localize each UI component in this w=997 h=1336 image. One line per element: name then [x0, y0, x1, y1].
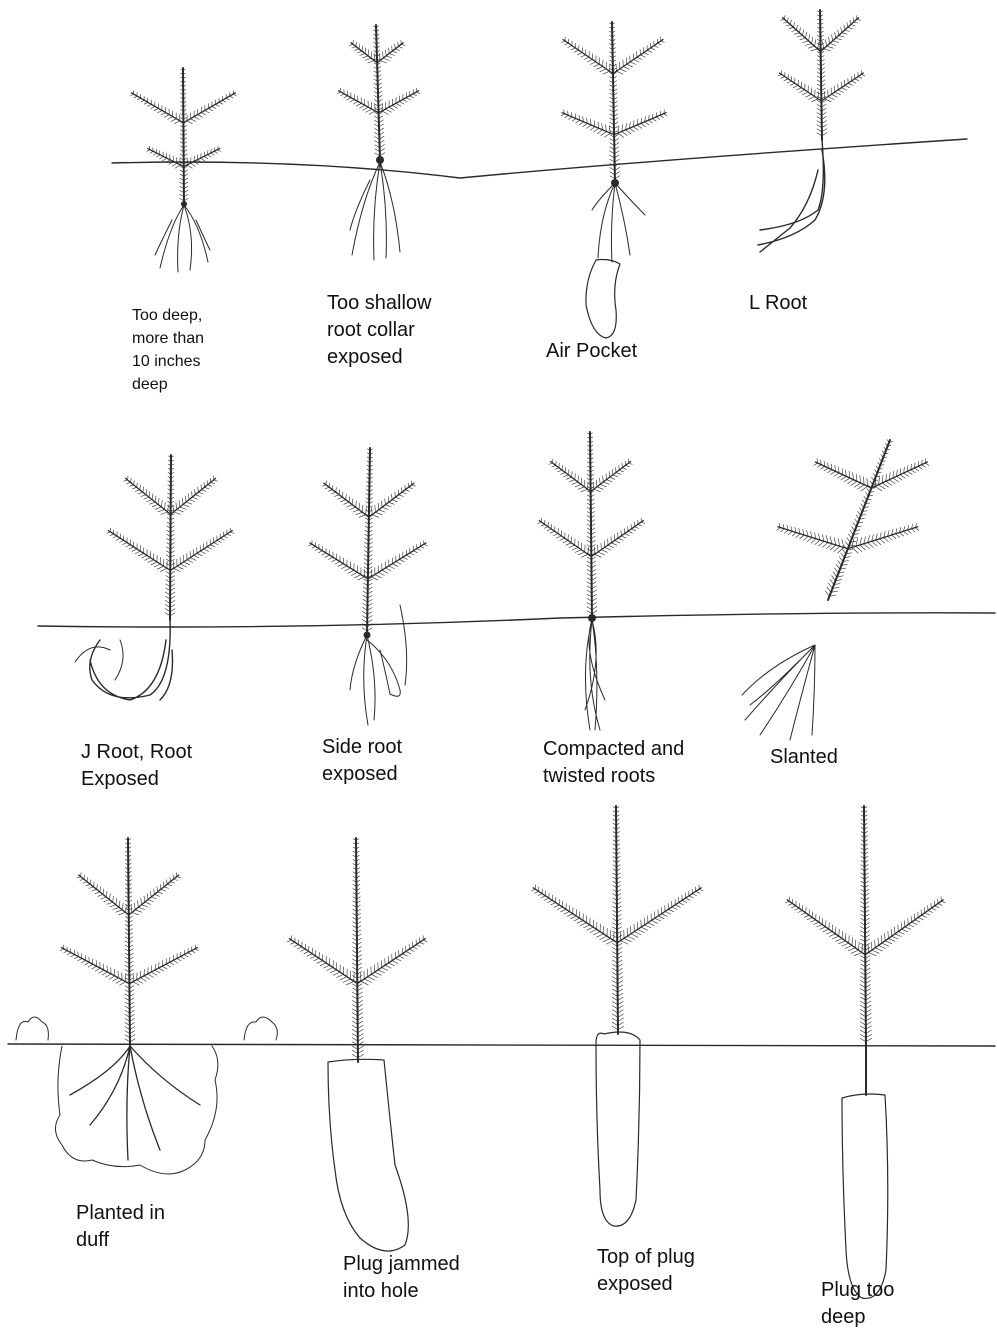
seedling-air-pocket [586, 179, 645, 338]
label-too-deep: Too deep, more than 10 inches deep [132, 304, 204, 396]
seedling-plug-jammed [328, 1059, 408, 1251]
crown-compacted [538, 432, 645, 618]
plug-too-deep [842, 1094, 888, 1298]
label-slanted: Slanted [770, 744, 838, 771]
crown-plug-jammed [287, 838, 427, 1062]
crown-duff [60, 838, 198, 1046]
crown-too-deep [131, 68, 237, 205]
crown-side-root [309, 448, 428, 635]
duff-mound-right [244, 1017, 277, 1040]
crown-l-root [778, 10, 865, 140]
crown-air-pocket [561, 22, 667, 183]
label-planted-in-duff: Planted in duff [76, 1200, 165, 1254]
seedling-crowns [60, 10, 945, 1062]
seedling-side-root [350, 605, 407, 725]
crown-plug-too-deep [785, 806, 945, 1046]
air-pocket-void [586, 260, 620, 339]
label-side-root: Side root exposed [322, 734, 402, 788]
ground-line-row-1 [112, 139, 967, 178]
crown-plug-exposed [531, 806, 703, 1034]
duff-outline [55, 1046, 217, 1174]
plug-exposed [596, 1032, 640, 1226]
ground-line-row-3 [8, 1044, 995, 1046]
seedling-slanted [742, 645, 815, 740]
seedling-l-root [758, 140, 825, 252]
duff-mound-left [16, 1017, 48, 1040]
seedling-plug-exposed [596, 1032, 640, 1226]
crown-too-shallow [337, 25, 420, 160]
seedling-too-shallow [350, 156, 400, 260]
label-j-root: J Root, Root Exposed [81, 739, 192, 793]
seedling-compacted-roots [585, 614, 605, 730]
label-too-shallow: Too shallow root collar exposed [327, 290, 432, 371]
label-plug-jammed: Plug jammed into hole [343, 1251, 460, 1305]
seedling-too-deep [155, 201, 210, 272]
label-air-pocket: Air Pocket [546, 338, 637, 365]
seedling-duff [16, 1017, 277, 1174]
crown-slanted [777, 440, 929, 600]
label-l-root: L Root [749, 290, 807, 317]
seedling-j-root [75, 620, 173, 700]
plug-jammed [328, 1059, 408, 1251]
label-top-of-plug: Top of plug exposed [597, 1244, 695, 1298]
seedling-plug-too-deep [842, 1046, 888, 1298]
crown-j-root [107, 455, 234, 620]
label-plug-too-deep: Plug too deep [821, 1277, 894, 1331]
label-compacted: Compacted and twisted roots [543, 736, 684, 790]
ground-line-row-2 [38, 613, 995, 627]
